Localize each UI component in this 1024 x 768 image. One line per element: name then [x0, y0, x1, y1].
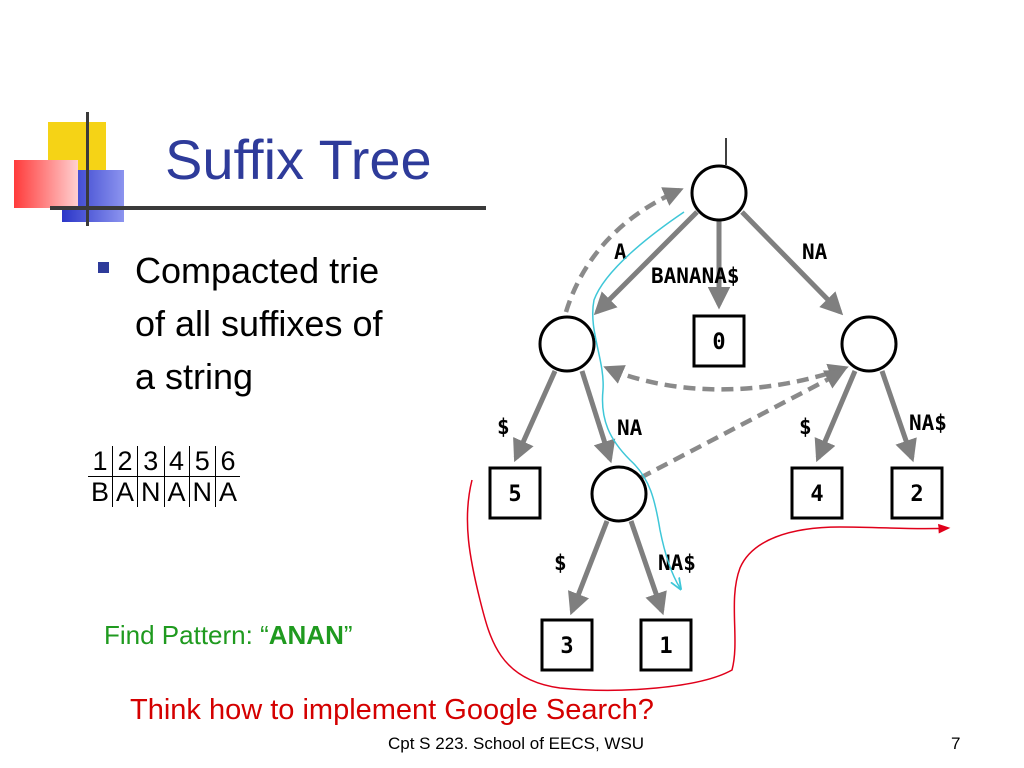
- edge-A-dollar: [513, 369, 558, 463]
- page-number: 7: [951, 734, 961, 753]
- letter-cell: A: [215, 476, 241, 507]
- leaf-label-0: 0: [712, 330, 725, 355]
- deco-vertical-rule: [86, 112, 89, 226]
- deco-red-square: [14, 160, 78, 208]
- leaf-box-0: [692, 314, 746, 368]
- find-pattern-prefix: Find Pattern: “: [104, 620, 269, 650]
- leaf-label-1: 1: [659, 634, 672, 659]
- edge-root-NA: [740, 210, 844, 316]
- edge-NA-dollar: [814, 370, 858, 463]
- edge-label-BANANA: BANANA$: [651, 264, 740, 288]
- leaf-label-4: 4: [810, 482, 823, 507]
- find-pattern-text: Find Pattern: “ANAN”: [104, 620, 353, 651]
- root-node: [690, 164, 748, 222]
- index-cell: 6: [215, 446, 241, 477]
- leaf-label-2: 2: [910, 482, 923, 507]
- letter-cell: N: [188, 476, 216, 507]
- suffix-link-NA-A: [603, 363, 849, 392]
- title-underline: [50, 206, 486, 210]
- bullet-line: Compacted trie: [135, 250, 380, 291]
- leaf-label-5: 5: [508, 482, 521, 507]
- leaf-box-1: [639, 618, 693, 672]
- leaf-box-3: [540, 618, 594, 672]
- slide-footer: Cpt S 223. School of EECS, WSU: [388, 734, 645, 753]
- edge-NA-NAdollar: [879, 370, 917, 463]
- letter-cell: A: [163, 476, 190, 507]
- index-cell: 2: [112, 446, 138, 477]
- node-NA: [840, 315, 898, 373]
- node-A: [538, 315, 596, 373]
- edge-label-ANA-dollar: $: [554, 551, 567, 575]
- suffix-link-A-root: [563, 187, 684, 313]
- find-pattern-suffix: ”: [343, 620, 353, 650]
- edge-label-A-NA: NA: [617, 416, 643, 440]
- edge-ANA-dollar: [568, 520, 610, 616]
- question-text: Think how to implement Google Search?: [130, 694, 654, 726]
- letter-cell: A: [112, 476, 138, 507]
- letter-cell: B: [91, 477, 110, 507]
- edge-A-NA: [579, 370, 616, 464]
- edge-label-A-dollar: $: [497, 415, 510, 439]
- edge-root-A: [593, 210, 699, 316]
- find-pattern-value: ANAN: [268, 620, 344, 650]
- index-cell: 3: [137, 446, 165, 477]
- edge-label-ANA-NAdollar: NA$: [658, 551, 696, 575]
- edge-ANA-NAdollar: [628, 520, 667, 616]
- index-cell: 4: [163, 446, 190, 477]
- bullet-line: a string: [135, 356, 254, 397]
- letter-cell: N: [137, 476, 165, 507]
- index-cell: 5: [188, 446, 216, 477]
- leaf-label-3: 3: [560, 634, 573, 659]
- suffix-link-ANA-NA: [638, 370, 846, 480]
- string-index-table: 1 2 3 4 5 6 B A N A N A: [88, 446, 241, 507]
- red-path-annotation: [466, 479, 951, 691]
- edge-label-NA-NAdollar: NA$: [909, 411, 947, 435]
- edge-label-NA: NA: [802, 240, 828, 264]
- leaf-box-5: [488, 466, 542, 520]
- edge-label-A: A: [614, 240, 627, 264]
- edge-label-NA-dollar: $: [799, 415, 812, 439]
- bullet-line: of all suffixes of: [135, 303, 383, 344]
- bullet-text: Compacted trie of all suffixes of a stri…: [135, 244, 475, 403]
- leaf-box-4: [790, 466, 844, 520]
- node-ANA: [590, 465, 648, 523]
- bullet-marker: [98, 262, 109, 273]
- search-path-annotation: [592, 211, 685, 588]
- index-cell: 1: [88, 446, 113, 477]
- slide-title: Suffix Tree: [165, 128, 432, 191]
- leaf-box-2: [890, 466, 944, 520]
